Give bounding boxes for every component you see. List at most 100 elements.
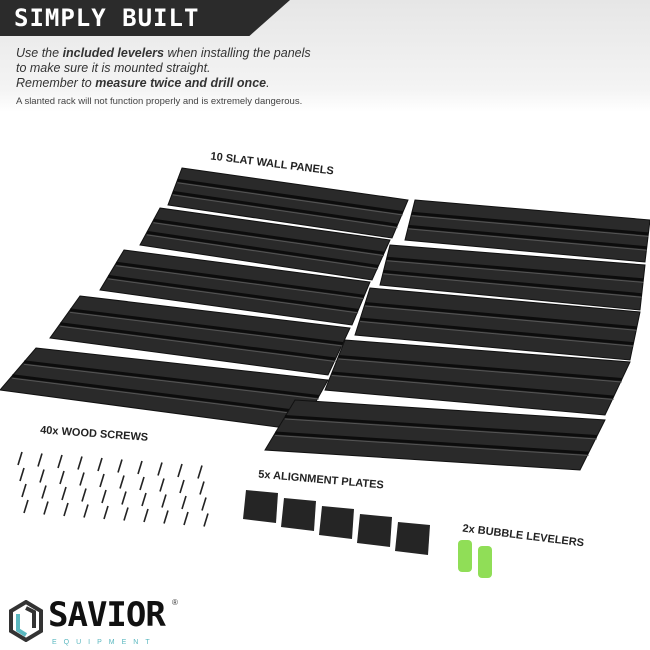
slat-wall-panel: [404, 199, 650, 263]
wood-screw: [23, 499, 29, 514]
alignment-plate: [243, 490, 278, 523]
wood-screw: [59, 470, 65, 485]
warning-text: A slanted rack will not function properl…: [16, 96, 303, 107]
wood-screw: [143, 508, 149, 523]
panel-slot: [23, 360, 319, 398]
wood-screw: [79, 472, 85, 486]
panel-slot: [359, 317, 634, 346]
slat-wall-panel: [324, 339, 631, 416]
wood-screw: [83, 504, 89, 518]
panel-slot: [331, 371, 614, 399]
alignment-plate: [357, 514, 392, 547]
panel-slot: [285, 415, 597, 438]
wood-screw: [97, 457, 103, 472]
panel-slot-highlight: [383, 273, 642, 298]
panel-slot: [177, 178, 403, 215]
wood-screw: [181, 495, 187, 510]
header: SIMPLY BUILT Use the included levelers w…: [0, 0, 650, 112]
wood-screw: [183, 511, 189, 526]
alignment-plate: [319, 506, 354, 539]
wood-screw: [43, 501, 49, 515]
wood-screw: [201, 497, 207, 511]
panel-slot-highlight: [360, 321, 634, 347]
panel-slot: [338, 355, 622, 381]
wood-screw: [197, 465, 203, 479]
wood-screw: [37, 453, 43, 467]
panel-slot: [275, 431, 589, 455]
panel-slot: [107, 274, 359, 312]
wood-screw: [137, 460, 143, 475]
wood-screw: [157, 462, 163, 476]
registered-mark: ®: [172, 598, 178, 607]
wood-screw: [163, 510, 169, 524]
instruction-text: when installing the panels: [164, 46, 311, 60]
panel-slot-highlight: [408, 228, 647, 251]
wood-screw: [63, 502, 69, 517]
wood-screw: [117, 459, 123, 473]
wood-screw: [203, 513, 209, 527]
slat-wall-panel: [264, 399, 606, 471]
panel-slot: [153, 218, 385, 255]
wood-screw: [199, 481, 205, 495]
panel-slot: [60, 322, 336, 361]
wood-screw: [81, 488, 87, 502]
panel-slot: [411, 211, 649, 236]
wood-screw: [41, 485, 47, 499]
wood-screw: [103, 505, 109, 520]
wood-screw: [119, 475, 125, 489]
panel-slot: [69, 308, 343, 345]
savior-logo-icon: [9, 600, 43, 642]
alignment-plate: [281, 498, 316, 531]
instruction-text: .: [266, 76, 270, 90]
instruction-line-3: Remember to measure twice and drill once…: [16, 76, 270, 91]
panel-slot-highlight: [331, 375, 614, 400]
panel-slot-highlight: [338, 358, 622, 383]
panel-slot-highlight: [177, 182, 403, 216]
slat-wall-panel: [354, 287, 641, 361]
wood-screw: [39, 469, 45, 483]
instruction-emphasis: included levelers: [62, 46, 164, 60]
bubble-leveler: [458, 540, 472, 572]
wood-screw: [99, 473, 105, 488]
wood-screw: [57, 454, 63, 469]
wood-screw: [77, 456, 83, 470]
panel-slot: [408, 224, 647, 250]
panel-slot: [364, 302, 637, 330]
wood-screw: [179, 479, 185, 494]
title: SIMPLY BUILT: [14, 4, 200, 32]
panel-slot-highlight: [411, 215, 649, 237]
wood-screw: [177, 463, 183, 478]
panel-slot-highlight: [146, 234, 379, 270]
wood-screw: [139, 476, 145, 491]
panel-slot-highlight: [172, 194, 398, 229]
panel-slot: [386, 256, 644, 282]
panel-slot-highlight: [365, 305, 637, 331]
wood-screw: [121, 491, 127, 505]
wood-screw: [21, 483, 27, 498]
title-banner: [0, 0, 290, 36]
panel-slot: [115, 261, 365, 298]
panel-slot: [172, 190, 398, 227]
panel-slot-highlight: [275, 435, 589, 456]
panel-slot: [383, 269, 642, 297]
panel-slot-highlight: [60, 325, 336, 363]
wood-screw: [141, 492, 147, 507]
wood-screw: [17, 451, 23, 466]
brand-subtitle: EQUIPMENT: [52, 639, 157, 646]
wood-screw: [101, 489, 107, 504]
panel-slot-highlight: [153, 222, 385, 257]
wood-screw: [159, 478, 165, 492]
instruction-text: Use the: [16, 46, 63, 60]
panel-slot-highlight: [285, 418, 597, 440]
panel-slot: [146, 230, 379, 268]
slat-wall-panel: [379, 244, 646, 311]
panel-slot: [12, 374, 310, 415]
instruction-line-2: to make sure it is mounted straight.: [16, 61, 211, 75]
instruction-text: Remember to: [16, 76, 96, 90]
panel-slot-highlight: [386, 260, 644, 283]
panel-slot-highlight: [12, 377, 310, 416]
brand-name: SAVIOR: [48, 595, 166, 635]
bubble-leveler: [478, 546, 492, 578]
